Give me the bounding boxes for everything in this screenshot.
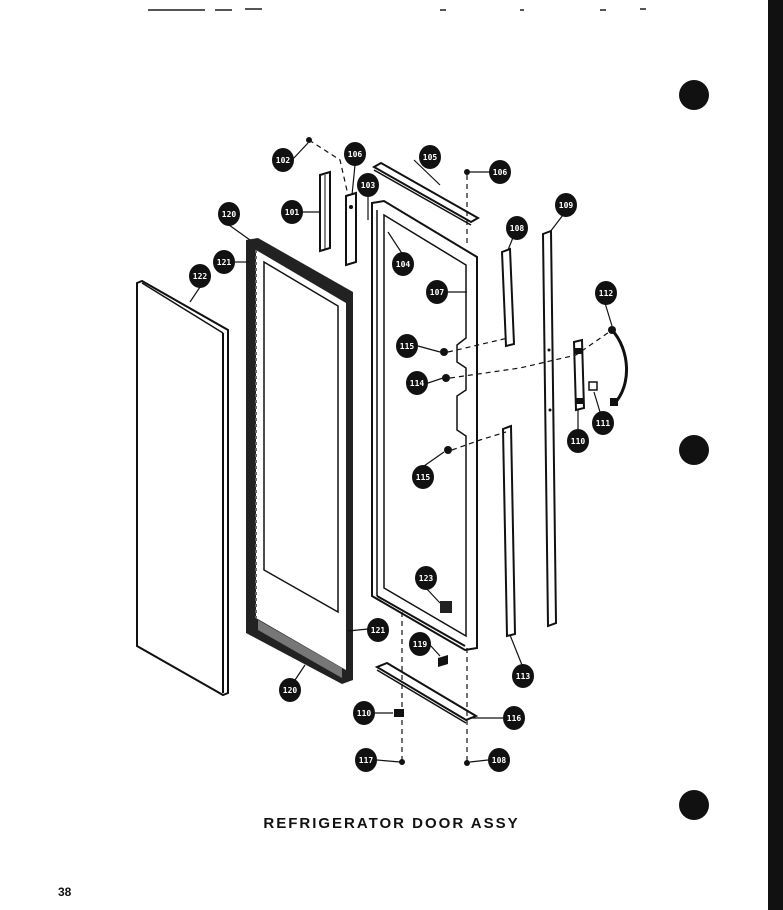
cap-119 [438, 655, 448, 667]
callout-117: 117 [355, 748, 377, 772]
callout-label: 112 [599, 289, 614, 298]
callout-label: 121 [371, 626, 386, 635]
callout-103: 103 [357, 173, 379, 197]
callout-104: 104 [392, 252, 414, 276]
screw-106-top [464, 169, 470, 175]
top-trim-part [371, 161, 481, 226]
page-number: 38 [58, 885, 72, 899]
callout-label: 108 [492, 756, 507, 765]
clip-111 [588, 381, 598, 391]
callout-label: 107 [430, 288, 445, 297]
callout-106: 106 [344, 142, 366, 166]
callout-107: 107 [426, 280, 448, 304]
callout-122: 122 [189, 264, 211, 288]
callout-label: 110 [357, 709, 372, 718]
callout-label: 110 [571, 437, 586, 446]
upper-bracket-108 [500, 247, 516, 348]
callout-label: 119 [413, 640, 428, 649]
callout-105: 105 [419, 145, 441, 169]
callout-108b: 108 [488, 748, 510, 772]
callout-115a: 115 [396, 334, 418, 358]
callout-label: 117 [359, 756, 374, 765]
callout-label: 114 [410, 379, 425, 388]
callout-label: 109 [559, 201, 574, 210]
callout-label: 101 [285, 208, 300, 217]
callout-108a: 108 [506, 216, 528, 240]
callout-label: 102 [276, 156, 291, 165]
callout-120b: 120 [279, 678, 301, 702]
dashed-alignment-lines [308, 139, 613, 762]
callout-label: 116 [507, 714, 522, 723]
callout-label: 115 [400, 342, 415, 351]
callout-114: 114 [406, 371, 428, 395]
callout-label: 108 [510, 224, 525, 233]
callout-label: 113 [516, 672, 531, 681]
inner-door-liner [371, 199, 478, 652]
screw-115-upper [440, 348, 448, 356]
callout-116: 116 [503, 706, 525, 730]
callout-101: 101 [281, 200, 303, 224]
binder-hole-top [679, 80, 709, 110]
callout-label: 121 [217, 258, 232, 267]
side-strip-101 [319, 170, 331, 253]
callout-label: 123 [419, 574, 434, 583]
lower-channel-113 [501, 424, 517, 638]
callout-label: 111 [596, 419, 611, 428]
diagram-title: REFRIGERATOR DOOR ASSY [263, 815, 520, 832]
spacer-110 [394, 709, 404, 717]
screw-115-lower [444, 446, 452, 454]
callout-112: 112 [595, 281, 617, 305]
callout-123: 123 [415, 566, 437, 590]
callout-label: 120 [283, 686, 298, 695]
outer-door-panel [136, 279, 229, 697]
long-strip-109 [541, 229, 558, 628]
callout-label: 104 [396, 260, 411, 269]
callout-109: 109 [555, 193, 577, 217]
screw-108-bottom [464, 760, 470, 766]
callout-label: 122 [193, 272, 208, 281]
callout-label: 120 [222, 210, 237, 219]
binder-hole-middle [679, 435, 709, 465]
scan-noise [148, 8, 646, 11]
callout-120a: 120 [218, 202, 240, 226]
screw-102 [306, 137, 312, 143]
callout-label: 106 [348, 150, 363, 159]
callout-119: 119 [409, 632, 431, 656]
callout-label: 106 [493, 168, 508, 177]
bottom-hinge-116 [374, 661, 479, 724]
screw-114 [442, 374, 450, 382]
callout-111: 111 [592, 411, 614, 435]
callout-102: 102 [272, 148, 294, 172]
callout-113: 113 [512, 664, 534, 688]
screw-117 [399, 759, 405, 765]
callouts: 102 106 105 106 103 101 120 121 104 108 … [189, 142, 617, 772]
page-edge-strip [768, 0, 783, 910]
callout-label: 115 [416, 473, 431, 482]
callout-label: 103 [361, 181, 376, 190]
leader-lines [189, 142, 613, 763]
callout-121b: 121 [367, 618, 389, 642]
callout-label: 105 [423, 153, 438, 162]
binder-hole-bottom [679, 790, 709, 820]
bracket-103 [345, 191, 357, 267]
callout-110b: 110 [353, 701, 375, 725]
callout-115b: 115 [412, 465, 434, 489]
callout-110a: 110 [567, 429, 589, 453]
callout-121a: 121 [213, 250, 235, 274]
callout-106b: 106 [489, 160, 511, 184]
door-handle-112 [608, 326, 628, 406]
handle-bracket-110 [572, 338, 586, 412]
door-gasket [246, 238, 353, 684]
